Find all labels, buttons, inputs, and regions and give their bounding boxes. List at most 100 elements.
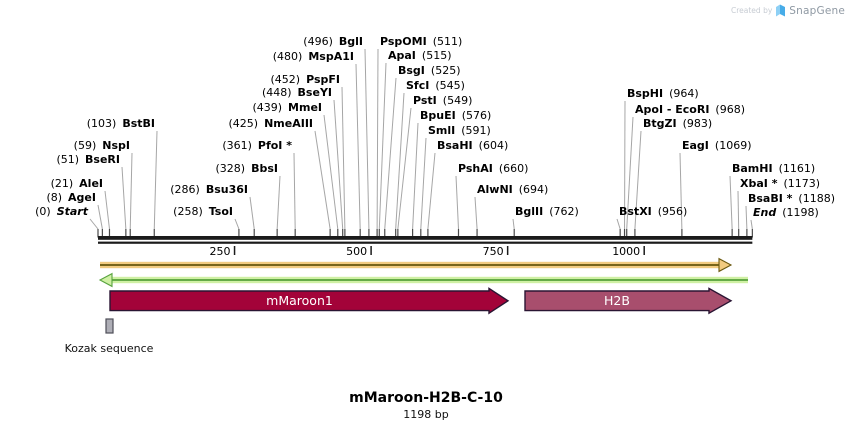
construct-track-forward-arrowhead	[718, 257, 733, 273]
enzyme-label-bseyi[interactable]: (448)BseYI	[262, 86, 332, 100]
enzyme-name: BspHI	[627, 87, 664, 100]
enzyme-name: EagI	[682, 139, 709, 152]
site-leader-line	[355, 63, 361, 230]
kozak-sequence-marker[interactable]	[105, 318, 114, 334]
enzyme-label-end[interactable]: End(1198)	[753, 206, 819, 220]
site-leader-line	[679, 152, 683, 230]
enzyme-label-bsu36i[interactable]: (286)Bsu36I	[170, 183, 248, 197]
site-leader-line	[234, 218, 240, 230]
enzyme-label-nspi[interactable]: (59)NspI	[74, 139, 130, 153]
enzyme-label-bamhi[interactable]: BamHI (1161)	[732, 162, 815, 176]
enzyme-label-bpuei[interactable]: BpuEI(576)	[420, 109, 491, 123]
enzyme-position: (103)	[86, 117, 117, 130]
enzyme-position: (549)	[442, 94, 473, 107]
enzyme-position: (1161)	[778, 162, 816, 175]
enzyme-position: (604)	[478, 139, 509, 152]
enzyme-label-pspomi[interactable]: PspOMI(511)	[380, 35, 462, 49]
enzyme-name: AlwNI	[477, 183, 513, 196]
enzyme-label-btgzi[interactable]: BtgZI(983)	[643, 117, 712, 131]
enzyme-label-smli[interactable]: SmlI (591)	[428, 124, 491, 138]
site-leader-line	[341, 86, 346, 230]
site-leader-line	[153, 130, 158, 230]
enzyme-label-alwni[interactable]: AlwNI (694)	[477, 183, 548, 197]
ruler-label-250: 250	[209, 245, 231, 258]
enzyme-label-bgli[interactable]: (496)BglI	[303, 35, 363, 49]
enzyme-position: (956)	[657, 205, 688, 218]
enzyme-position: (286)	[170, 183, 200, 196]
enzyme-label-pfoi[interactable]: (361)PfoI *	[222, 139, 292, 153]
enzyme-name: PshAI	[458, 162, 493, 175]
site-leader-line	[745, 205, 748, 230]
ruler-label-1000: 1000	[612, 245, 641, 258]
enzyme-label-bsabi[interactable]: BsaBI *(1188)	[748, 192, 835, 206]
enzyme-name: BglII	[515, 205, 544, 218]
enzyme-position: (8)	[46, 191, 63, 204]
site-leader-line	[427, 152, 436, 230]
enzyme-label-mspa1i[interactable]: (480) MspA1I	[273, 50, 354, 64]
enzyme-position: (1173)	[783, 177, 821, 190]
enzyme-label-bsgi[interactable]: BsgI(525)	[398, 64, 461, 78]
enzyme-label-bstbi[interactable]: (103)BstBI	[87, 117, 155, 131]
enzyme-position: (694)	[518, 183, 549, 196]
enzyme-label-sfci[interactable]: SfcI(545)	[406, 79, 465, 93]
enzyme-label-bbsi[interactable]: (328)BbsI	[216, 162, 279, 176]
ruler-label-750: 750	[482, 245, 504, 258]
enzyme-name: PspFI	[306, 73, 340, 86]
enzyme-position: (21)	[50, 177, 74, 190]
enzyme-position: (511)	[432, 35, 463, 48]
enzyme-position: (964)	[669, 87, 699, 100]
site-leader-line	[364, 48, 370, 230]
enzyme-label-start[interactable]: (0)Start	[35, 205, 88, 219]
enzyme-label-tsoi[interactable]: (258)TsoI	[173, 205, 233, 219]
enzyme-label-pshai[interactable]: PshAI(660)	[458, 162, 528, 176]
site-leader-line	[512, 218, 515, 230]
sequence-length-label: 1198 bp	[403, 408, 449, 421]
enzyme-label-alei[interactable]: (21)AleI	[51, 177, 103, 191]
enzyme-position: (448)	[261, 86, 292, 99]
enzyme-label-apoiecori[interactable]: ApoI - EcoRI(968)	[635, 103, 745, 117]
enzyme-label-bglii[interactable]: BglII (762)	[515, 205, 579, 219]
enzyme-label-apai[interactable]: ApaI(515)	[388, 49, 452, 63]
enzyme-position: (361)	[222, 139, 252, 152]
enzyme-label-mmei[interactable]: (439)MmeI	[252, 101, 322, 115]
enzyme-name: TsoI	[208, 205, 233, 218]
enzyme-label-bseri[interactable]: (51)BseRI	[56, 153, 120, 167]
construct-track-reverse-core	[112, 279, 748, 281]
enzyme-label-bsphi[interactable]: BspHI (964)	[627, 87, 699, 101]
site-leader-line	[634, 130, 642, 230]
enzyme-position: (515)	[421, 49, 452, 62]
site-leader-line	[474, 196, 478, 230]
feature-arrow-mmaroon1[interactable]	[109, 287, 510, 315]
enzyme-name: BamHI	[732, 162, 773, 175]
enzyme-label-bsahi[interactable]: BsaHI(604)	[437, 139, 508, 153]
enzyme-position: (480)	[272, 50, 303, 63]
site-leader-line	[737, 190, 740, 230]
site-leader-line	[412, 122, 419, 230]
created-by-label: Created by	[731, 6, 773, 15]
enzyme-label-nmeaiii[interactable]: (425)NmeAIII	[228, 117, 313, 131]
enzyme-label-eagi[interactable]: EagI(1069)	[682, 139, 751, 153]
enzyme-name: BstXI	[619, 205, 652, 218]
enzyme-position: (452)	[270, 73, 301, 86]
enzyme-label-bstxi[interactable]: BstXI (956)	[619, 205, 687, 219]
construct-track-reverse-arrowhead	[98, 272, 113, 288]
sequence-line[interactable]	[98, 236, 753, 240]
enzyme-name: MspA1I	[308, 50, 354, 63]
enzyme-name: SmlI	[428, 124, 456, 137]
site-leader-line	[376, 48, 379, 230]
enzyme-position: (496)	[303, 35, 333, 48]
site-leader-line	[97, 204, 103, 230]
enzyme-label-pspfi[interactable]: (452) PspFI	[271, 73, 341, 87]
enzyme-name: PstI	[413, 94, 437, 107]
enzyme-position: (59)	[73, 139, 97, 152]
enzyme-label-xbai[interactable]: XbaI *(1173)	[740, 177, 820, 191]
enzyme-label-psti[interactable]: PstI (549)	[413, 94, 472, 108]
enzyme-position: (762)	[549, 205, 579, 218]
enzyme-label-agei[interactable]: (8)AgeI	[46, 191, 96, 205]
feature-arrow-h2b[interactable]	[524, 287, 733, 315]
enzyme-name: ApoI - EcoRI	[635, 103, 710, 116]
enzyme-position: (591)	[461, 124, 491, 137]
enzyme-position: (545)	[435, 79, 465, 92]
